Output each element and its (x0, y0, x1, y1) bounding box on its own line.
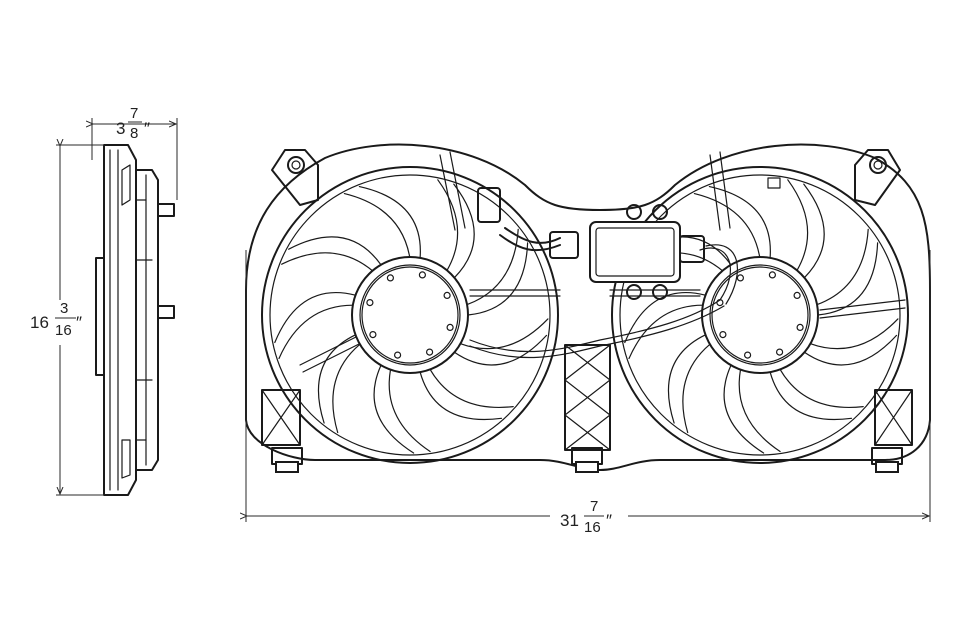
fan-blade (274, 291, 357, 344)
mount-foot-left (271, 447, 303, 473)
side-view (95, 144, 175, 496)
width-num: 7 (590, 498, 598, 515)
fan-blade (817, 242, 879, 316)
front-view (245, 143, 931, 473)
fan-hub-right (701, 256, 819, 374)
depth-dimension: 3 7 8 ″ (92, 105, 178, 200)
height-dimension: 16 3 16 ″ (30, 145, 104, 496)
fan-blade-edge (682, 343, 711, 434)
fan-blade-edge (332, 343, 361, 434)
hub-screw (446, 323, 454, 331)
hub-screw (394, 351, 402, 359)
wiring-harness (469, 187, 739, 359)
hub-screw (768, 271, 777, 279)
fan-blade (453, 334, 548, 366)
fan-blade (317, 334, 357, 424)
fan-blade-edge (459, 318, 549, 350)
controller-module (589, 204, 681, 300)
fan-blade-edge (693, 193, 761, 258)
hub-screw (386, 274, 394, 282)
fan-blade-edge (628, 304, 704, 360)
fan-blade-edge (343, 193, 411, 258)
height-den: 16 (55, 322, 72, 339)
fan-blade (803, 334, 898, 366)
mount-ear-top-left (271, 149, 319, 206)
fan-blade (723, 364, 765, 454)
fan-blade (288, 236, 382, 266)
depth-label: 3 7 8 ″ (116, 105, 150, 142)
height-num: 3 (60, 300, 68, 317)
fan-blade-edge (779, 368, 864, 408)
hub-screw (426, 348, 434, 356)
fan-blade-edge (466, 228, 519, 306)
fan-blade-edge (388, 369, 431, 453)
fan-blade (667, 334, 707, 424)
hub-screw (719, 331, 727, 339)
fan-blade-edge (278, 304, 354, 360)
hub-screw (743, 351, 752, 359)
center-strut (564, 344, 611, 451)
hub-screw (443, 291, 451, 299)
fan-blade (803, 183, 825, 279)
depth-num: 7 (130, 105, 138, 122)
fan-blade (453, 183, 475, 279)
fan-hub-left (351, 256, 469, 374)
fan-blade-edge (816, 228, 869, 306)
fan-blade (373, 364, 415, 454)
mount-foot-center (571, 447, 603, 473)
hub-screw (793, 291, 801, 299)
hub-screw (736, 274, 745, 282)
mount-ear-top-right (854, 149, 901, 206)
shroud-outline (245, 143, 931, 471)
height-label: 16 3 16 ″ (30, 300, 82, 339)
hub-screw (796, 323, 804, 331)
fan-blade (419, 371, 503, 420)
fan-blade (358, 186, 421, 259)
depth-unit: ″ (144, 119, 150, 138)
fan-blade (769, 371, 853, 420)
hub-screw (366, 299, 374, 307)
fan-blade (708, 186, 771, 259)
fan-blade (467, 242, 529, 316)
hub-screws (366, 271, 804, 359)
height-whole: 16 (30, 313, 49, 332)
fan-blade-edge (809, 318, 899, 350)
hub-screw (775, 348, 784, 356)
hub-screw (418, 271, 426, 279)
hub-screw (369, 331, 377, 339)
height-unit: ″ (76, 313, 82, 332)
fan-blade-edge (281, 252, 374, 272)
width-dimension: 31 7 16 ″ (246, 250, 931, 536)
width-whole: 31 (560, 511, 579, 530)
fan-blade-edge (429, 368, 514, 408)
mount-foot-right (871, 447, 903, 473)
fan-blade (624, 291, 707, 344)
fan-blade-edge (437, 179, 459, 271)
width-label: 31 7 16 ″ (560, 498, 612, 536)
fan-blade-edge (787, 179, 809, 271)
width-unit: ″ (606, 511, 612, 530)
fan-blade-edge (738, 369, 781, 453)
depth-whole: 3 (116, 119, 125, 138)
depth-den: 8 (130, 125, 138, 142)
width-den: 16 (584, 519, 601, 536)
